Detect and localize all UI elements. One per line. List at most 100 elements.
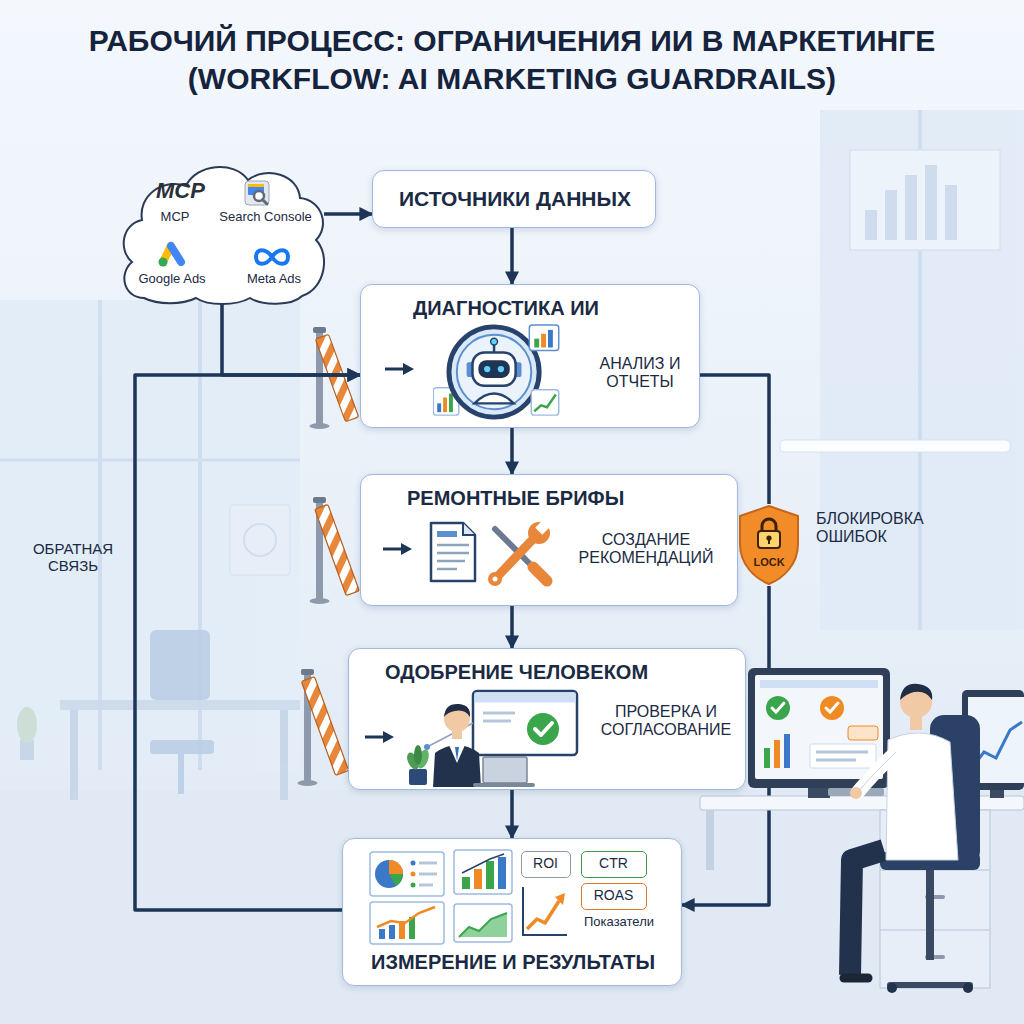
monitor xyxy=(755,675,883,779)
box-description: ПРОВЕРКА И СОГЛАСОВАНИЕ xyxy=(593,703,739,740)
text-holder: MCP xyxy=(156,178,230,203)
robot-icon xyxy=(433,325,558,417)
source-label: Meta Ads xyxy=(228,272,320,287)
process-box: ДИАГНОСТИКА ИИ АНАЛИЗ И ОТЧЕТЫ xyxy=(360,284,700,428)
left-office-furniture xyxy=(150,740,214,754)
text-holder: ROAS xyxy=(582,887,645,903)
trend-icon xyxy=(523,887,567,935)
source-label: Search Console xyxy=(208,210,323,225)
bars-icon xyxy=(454,850,512,894)
left-office-furniture xyxy=(17,707,37,743)
wrench-icon xyxy=(483,519,557,589)
flow-connector xyxy=(135,375,360,910)
gads-icon xyxy=(156,240,188,268)
monitor xyxy=(764,748,770,768)
left-office-furniture xyxy=(280,710,288,800)
analyst-person xyxy=(850,850,884,975)
text-holder: ИСТОЧНИКИ ДАННЫХ xyxy=(373,187,657,211)
metric-chip: ROI xyxy=(521,851,571,878)
analyst-person xyxy=(890,982,970,988)
analyst-person xyxy=(850,787,862,799)
flow-connector xyxy=(510,790,514,838)
analyst-person xyxy=(858,752,896,792)
left-office-furniture xyxy=(230,505,290,575)
flow-connector xyxy=(324,212,372,216)
flow-connector xyxy=(222,300,360,375)
text-holder: LOCK xyxy=(736,556,802,569)
title-holder: РАБОЧИЙ ПРОЦЕСС: ОГРАНИЧЕНИЯ ИИ В МАРКЕТ… xyxy=(12,22,1012,97)
box-title: ИЗМЕРЕНИЕ И РЕЗУЛЬТАТЫ xyxy=(343,951,683,974)
arrow-icon xyxy=(383,541,413,557)
metric-caption: Показатели xyxy=(569,915,669,930)
analyst-person xyxy=(900,684,932,700)
left-office-furniture xyxy=(244,524,276,556)
left-window xyxy=(0,459,300,462)
sc-icon xyxy=(245,181,269,205)
data-source-cloud: MCPMCPSearch ConsoleGoogle AdsMeta Ads xyxy=(116,156,330,306)
monitor xyxy=(810,744,876,768)
guardrail-barrier xyxy=(315,334,358,421)
arrow-icon xyxy=(365,729,395,745)
doc-icon xyxy=(431,523,475,581)
monitor xyxy=(760,680,878,688)
text-holder: Meta Ads xyxy=(228,272,320,287)
wrench-icon xyxy=(488,519,551,586)
guardrail-barrier xyxy=(310,423,330,429)
edge-label-holder: ОБРАТНАЯ СВЯЗЬ xyxy=(20,540,126,575)
process-box: ОДОБРЕНИЕ ЧЕЛОВЕКОМПРОВЕРКА И СОГЛАСОВАН… xyxy=(348,648,746,790)
box-title: РЕМОНТНЫЕ БРИФЫ xyxy=(407,487,687,510)
left-office-furniture xyxy=(150,630,210,700)
bars-icon xyxy=(453,849,513,895)
card-icon xyxy=(454,904,512,942)
arrow-icon xyxy=(385,363,414,375)
text-holder: СОЗДАНИЕ РЕКОМЕНДАЦИЙ xyxy=(567,531,725,568)
guardrail-barrier xyxy=(310,497,360,604)
left-window xyxy=(0,300,300,770)
lock-shield-outline xyxy=(740,506,798,584)
process-box: ИСТОЧНИКИ ДАННЫХ xyxy=(372,170,656,228)
left-window xyxy=(98,300,102,770)
analyst-person xyxy=(926,870,934,960)
right-window xyxy=(885,190,897,240)
source-label: Google Ads xyxy=(126,272,218,287)
second-monitor xyxy=(990,790,1004,798)
metric-name: ROI xyxy=(522,855,569,871)
arrow-icon xyxy=(385,361,415,377)
monitor xyxy=(826,703,838,712)
results-box: ПоказателиИЗМЕРЕНИЕ И РЕЗУЛЬТАТЫ ROI CTR RO… xyxy=(342,838,682,986)
metric-chip: CTR xyxy=(581,851,647,878)
right-window xyxy=(945,185,957,240)
text-holder: БЛОКИРОВКА ОШИБОК xyxy=(816,510,946,547)
metric-name: CTR xyxy=(582,855,645,871)
left-office-furniture xyxy=(60,700,300,710)
meta-icon xyxy=(252,246,292,268)
text-holder: АНАЛИЗ И ОТЧЕТЫ xyxy=(587,355,693,392)
meta-icon xyxy=(256,250,288,264)
text-holder: MCP xyxy=(140,210,210,225)
gads-icon xyxy=(159,246,182,267)
text-holder: ДИАГНОСТИКА ИИ xyxy=(413,297,673,320)
metric-name: ROAS xyxy=(582,887,645,903)
guardrail-barrier xyxy=(298,669,349,786)
flow-connector xyxy=(510,606,514,648)
box-description: СОЗДАНИЕ РЕКОМЕНДАЦИЙ xyxy=(567,531,725,568)
left-office-furniture xyxy=(178,754,184,794)
flow-connector xyxy=(510,228,514,284)
box-title: ДИАГНОСТИКА ИИ xyxy=(413,297,673,320)
monitor xyxy=(772,703,784,712)
right-window xyxy=(820,110,1024,630)
right-window xyxy=(865,210,877,240)
guardrail-barrier xyxy=(301,677,348,776)
right-window xyxy=(905,175,917,240)
line-icon xyxy=(370,902,444,944)
person-icon xyxy=(403,687,583,787)
metric-chip: ROAS xyxy=(581,883,647,910)
analyst-person xyxy=(963,983,973,993)
text-holder: Google Ads xyxy=(126,272,218,287)
box-title: ИСТОЧНИКИ ДАННЫХ xyxy=(373,187,657,211)
right-window xyxy=(780,110,1024,630)
text-holder: Показатели xyxy=(569,915,669,930)
lock-icon xyxy=(754,516,784,550)
